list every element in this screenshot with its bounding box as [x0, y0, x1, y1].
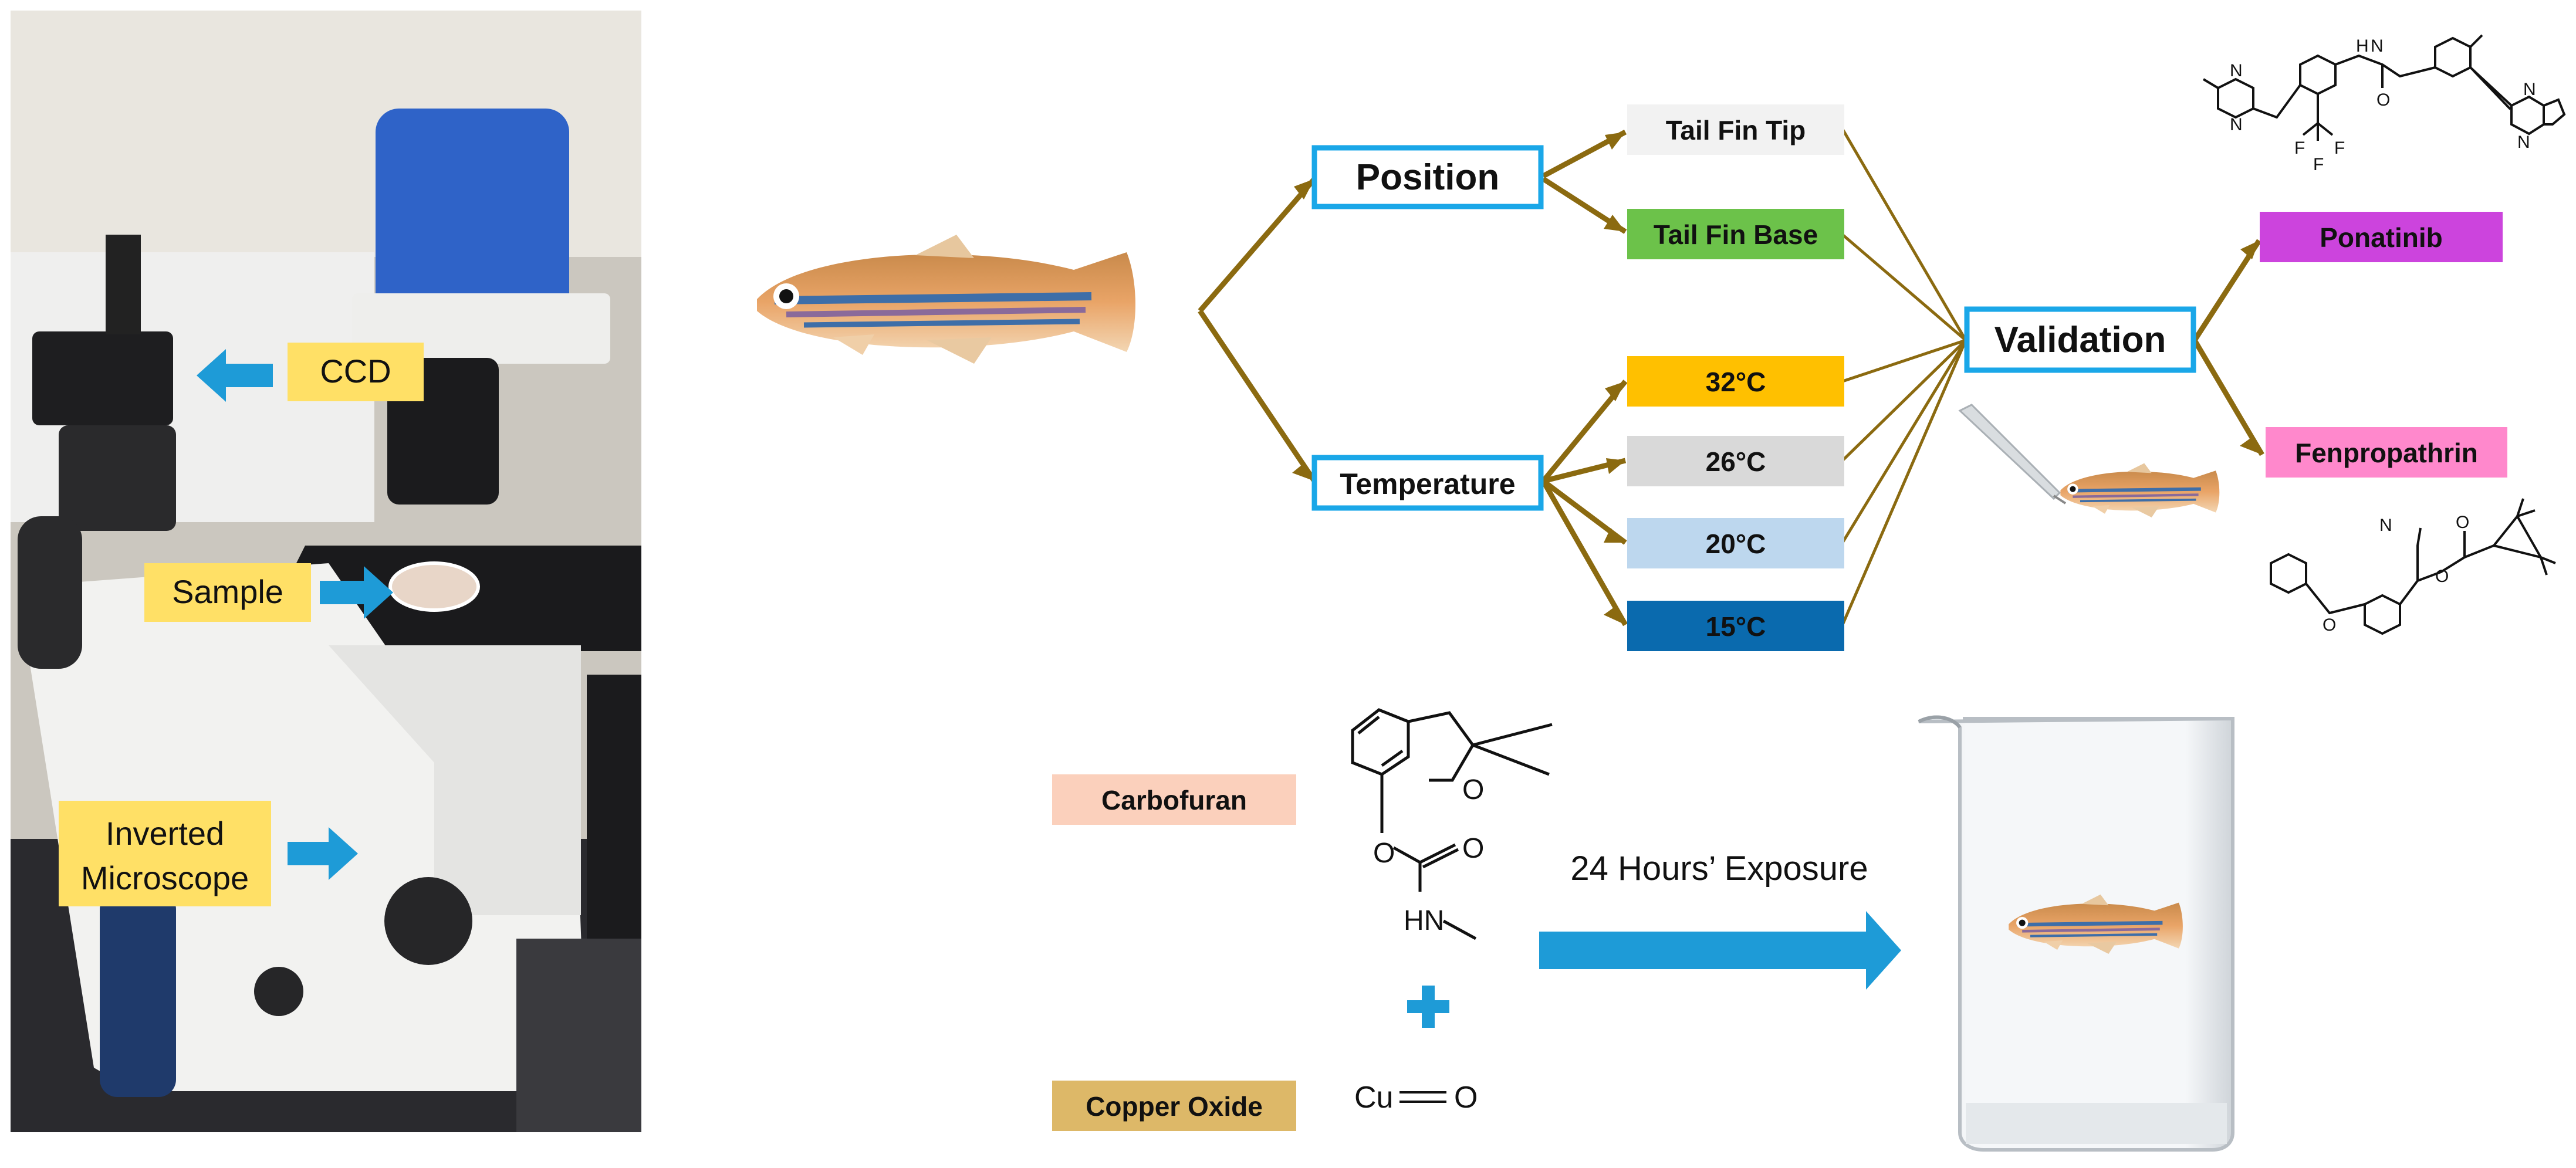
position-tail-fin-tip: Tail Fin Tip — [1627, 104, 1844, 155]
copper-oxide-formula: Cu O — [1354, 1081, 1478, 1115]
validation-text: Validation — [1994, 320, 2166, 360]
temperature-node: Temperature — [1311, 455, 1544, 511]
ponatinib-atom-n1: N — [2230, 61, 2243, 80]
ponatinib-atom-h: H — [2356, 36, 2369, 56]
fenpropathrin-text: Fenpropathrin — [2295, 438, 2478, 468]
ponatinib-atom-n5: N — [2517, 133, 2530, 152]
temperature-32-text: 32°C — [1706, 367, 1766, 397]
position-tail-fin-base: Tail Fin Base — [1627, 209, 1844, 259]
position-node: Position — [1311, 145, 1544, 209]
microscope-label-line2: Microscope — [81, 859, 249, 896]
ccd-label-text: CCD — [320, 353, 391, 390]
temperature-15-text: 15°C — [1706, 611, 1766, 642]
ponatinib-atom-n4: N — [2523, 80, 2536, 99]
fenpropathrin-atom-o3: O — [2456, 513, 2469, 532]
ponatinib-node: Ponatinib — [2260, 212, 2503, 262]
microscope-photo — [11, 11, 641, 1132]
small-zebrafish-illustration — [2060, 463, 2219, 517]
sample-label — [144, 563, 311, 622]
temperature-20-text: 20°C — [1706, 529, 1766, 559]
ponatinib-atom-f1: F — [2294, 138, 2305, 158]
carbofuran-atom-o3: O — [1462, 833, 1484, 864]
temperature-26-text: 26°C — [1706, 446, 1766, 477]
carbofuran-node: Carbofuran — [1052, 774, 1296, 825]
position-text: Position — [1356, 157, 1500, 198]
ccd-label-group: CCD — [197, 343, 424, 402]
ponatinib-atom-n2: N — [2230, 115, 2243, 134]
copper-oxide-node: Copper Oxide — [1052, 1081, 1296, 1131]
fenpropathrin-structure — [2270, 498, 2556, 635]
validation-node: Validation — [1964, 306, 2196, 373]
carbofuran-structure — [1351, 708, 1553, 940]
fenpropathrin-atom-n: N — [2379, 516, 2392, 535]
temperature-26: 26°C — [1627, 436, 1844, 486]
exposure-arrow-label: 24 Hours’ Exposure — [1570, 849, 1868, 888]
right-arrow-icon — [1539, 911, 1901, 990]
microscope-label-line1: Inverted — [106, 815, 224, 852]
microscope-label — [59, 801, 271, 906]
fenpropathrin-atoms: N O O O — [2323, 513, 2469, 635]
copper-oxide-text: Copper Oxide — [1086, 1091, 1263, 1122]
fenpropathrin-atom-o1: O — [2323, 615, 2336, 635]
ccd-label — [288, 343, 424, 401]
ponatinib-text: Ponatinib — [2320, 222, 2443, 253]
cu-symbol: Cu — [1354, 1081, 1393, 1115]
ponatinib-atom-n3: N — [2371, 36, 2384, 56]
fenpropathrin-atom-o2: O — [2435, 567, 2449, 586]
ponatinib-atom-f2: F — [2313, 155, 2324, 174]
carbofuran-atoms: O O O HN — [1373, 774, 1484, 936]
plus-icon — [1407, 986, 1449, 1028]
temperature-15: 15°C — [1627, 601, 1844, 651]
position-tail-fin-tip-text: Tail Fin Tip — [1666, 115, 1806, 145]
zebrafish-illustration — [757, 235, 1135, 364]
ccd-arrow-icon — [197, 349, 273, 402]
fenpropathrin-node: Fenpropathrin — [2266, 427, 2507, 478]
carbofuran-atom-o1: O — [1462, 774, 1484, 805]
carbofuran-text: Carbofuran — [1101, 785, 1247, 815]
o-symbol: O — [1454, 1081, 1478, 1115]
sample-arrow-icon — [320, 566, 393, 619]
temperature-20: 20°C — [1627, 518, 1844, 568]
ponatinib-atoms: N N H N O F F F N N — [2230, 36, 2536, 174]
ponatinib-structure — [2202, 34, 2566, 141]
sample-label-group: Sample — [144, 563, 393, 622]
temperature-32: 32°C — [1627, 356, 1844, 407]
flow-arrowheads — [1292, 132, 2262, 625]
microscope-label-group: Inverted Microscope — [59, 801, 358, 906]
position-tail-fin-base-text: Tail Fin Base — [1654, 219, 1818, 250]
microscope-arrow-icon — [288, 827, 358, 880]
sample-label-text: Sample — [172, 573, 283, 610]
carbofuran-atom-o2: O — [1373, 838, 1395, 869]
temperature-text: Temperature — [1340, 468, 1515, 500]
pipette-icon — [1958, 404, 2067, 505]
ponatinib-atom-o: O — [2376, 90, 2390, 110]
ponatinib-atom-f3: F — [2334, 138, 2345, 158]
carbofuran-atom-hn: HN — [1404, 905, 1444, 936]
